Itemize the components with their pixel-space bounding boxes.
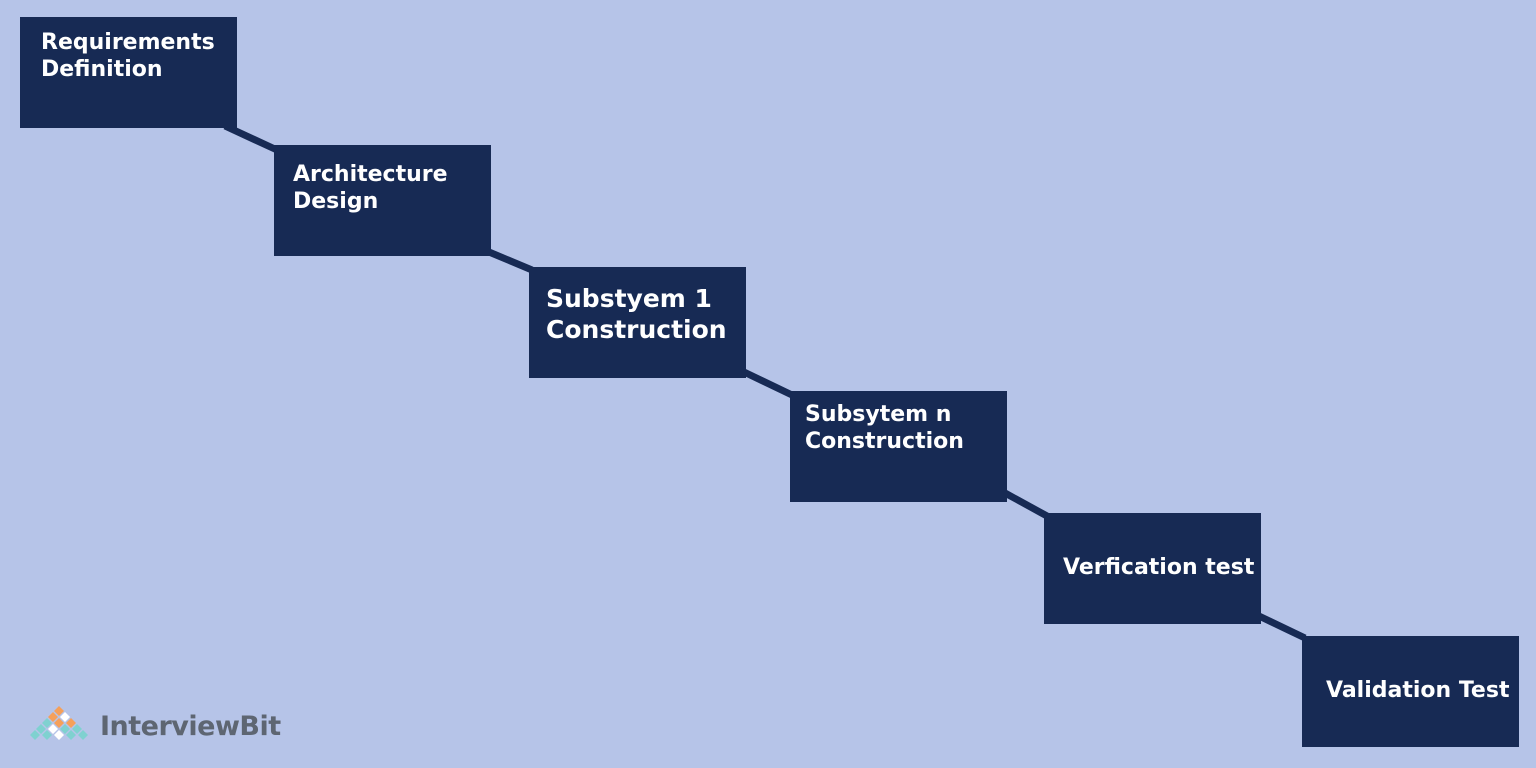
step-label-line: Design [293,188,379,214]
connector-1-2 [223,122,279,154]
logo-text: InterviewBit [100,710,281,742]
connector-3-4 [742,368,794,399]
step-label-line: Substyem 1 [546,284,712,313]
step-subsystem-n-construction: Subsytem n Construction [790,391,1007,502]
step-label-line: Architecture [293,162,448,187]
connector-5-6 [1257,612,1307,642]
step-verification-test: Verfication test [1044,513,1261,624]
step-subsystem-1-construction: Substyem 1 Construction [529,267,746,378]
connector-4-5 [1003,489,1049,520]
diamond-grid-icon [30,706,88,740]
connector-2-3 [487,248,534,274]
step-label-line: Verfication test [1063,555,1255,581]
step-architecture-design: Architecture Design [274,145,491,256]
step-label-line: Construction [546,314,727,344]
step-label-line: Requirements [41,30,215,55]
step-label-line: Construction [805,428,964,454]
step-label-line: Subsytem n [805,402,952,427]
step-label-line: Definition [41,56,163,82]
step-requirements-definition: Requirements Definition [20,17,237,128]
step-validation-test: Validation Test [1302,636,1519,747]
step-label-line: Validation Test [1326,678,1510,704]
interviewbit-logo: InterviewBit [24,704,281,748]
